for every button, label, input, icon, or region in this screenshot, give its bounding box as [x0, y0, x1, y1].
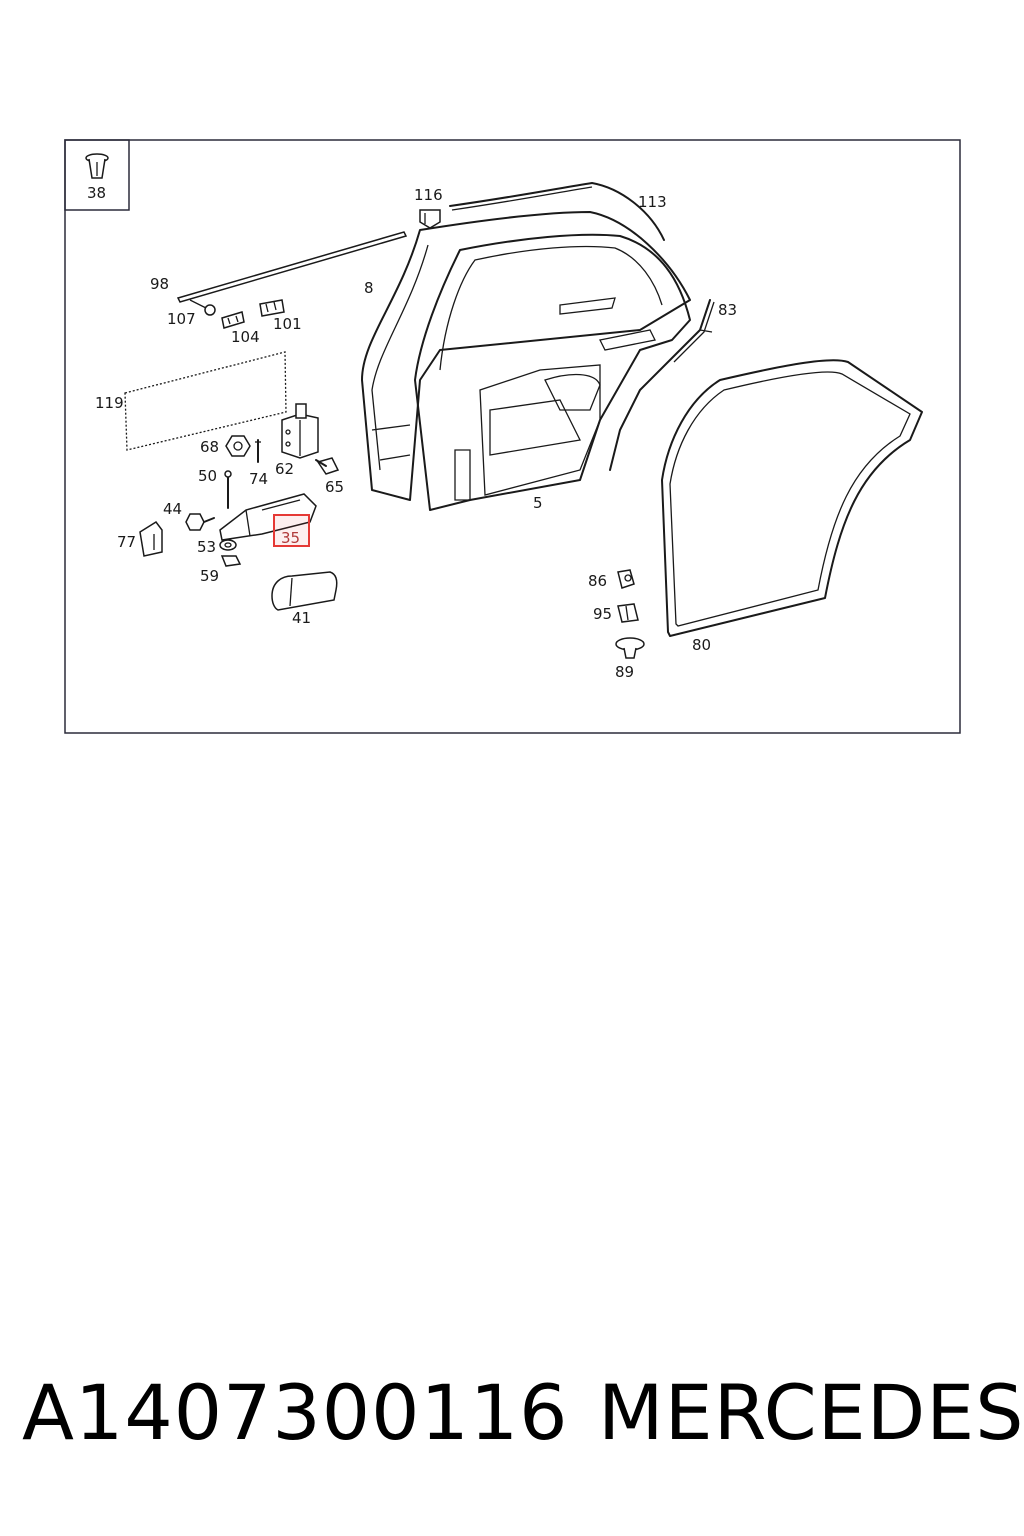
callout-5: 5 — [533, 494, 543, 512]
part-107-screw — [189, 299, 216, 316]
callout-101: 101 — [273, 315, 302, 333]
part-number: A1407300116 — [22, 1368, 569, 1457]
brand-name: MERCEDES — [598, 1368, 1024, 1457]
parts-diagram: 38 — [64, 139, 961, 734]
callout-62: 62 — [275, 460, 294, 478]
callout-41: 41 — [292, 609, 311, 627]
part-74-pin — [255, 439, 261, 463]
part-98-strip — [176, 231, 408, 303]
part-89-clip — [615, 637, 645, 659]
callout-98: 98 — [150, 275, 169, 293]
part-113-moulding — [449, 182, 665, 241]
part-77-bracket — [139, 520, 163, 557]
callout-119: 119 — [95, 394, 124, 412]
callout-68: 68 — [200, 438, 219, 456]
callout-50: 50 — [198, 467, 217, 485]
callout-89: 89 — [615, 663, 634, 681]
part-86-clip — [617, 569, 635, 589]
part-53-washer — [219, 539, 237, 551]
part-95-clip — [617, 603, 639, 623]
part-68-nut — [225, 435, 251, 457]
part-116-clip — [419, 209, 441, 229]
part-35-check-strap — [219, 493, 317, 541]
callout-53: 53 — [197, 538, 216, 556]
part-83-trim — [609, 299, 715, 471]
callout-65: 65 — [325, 478, 344, 496]
callout-107: 107 — [167, 310, 196, 328]
callout-35: 35 — [281, 529, 300, 547]
part-62-hinge — [281, 403, 319, 459]
callout-44: 44 — [163, 500, 182, 518]
part-65-bolt — [315, 457, 340, 475]
part-44-bolt — [185, 513, 215, 531]
part-101-clip — [259, 299, 285, 317]
inset-label: 38 — [87, 184, 106, 202]
clip-icon — [85, 153, 109, 179]
part-104-clip — [221, 311, 245, 329]
part-5-inner-door — [414, 233, 691, 511]
part-41-cover — [271, 571, 338, 611]
callout-80: 80 — [692, 636, 711, 654]
callout-104: 104 — [231, 328, 260, 346]
callout-74: 74 — [249, 470, 268, 488]
part-50-pin — [224, 470, 232, 509]
callout-86: 86 — [588, 572, 607, 590]
callout-59: 59 — [200, 567, 219, 585]
callout-83: 83 — [718, 301, 737, 319]
callout-8: 8 — [364, 279, 374, 297]
inset-box: 38 — [64, 139, 130, 211]
part-119-film — [124, 351, 287, 451]
callout-95: 95 — [593, 605, 612, 623]
callout-113: 113 — [638, 193, 667, 211]
part-8-door-shell — [361, 211, 691, 501]
part-80-seal — [661, 359, 923, 637]
diagram-frame — [64, 139, 961, 734]
callout-77: 77 — [117, 533, 136, 551]
callout-116: 116 — [414, 186, 443, 204]
part-59-clip — [220, 555, 242, 567]
highlight-box — [273, 514, 310, 547]
